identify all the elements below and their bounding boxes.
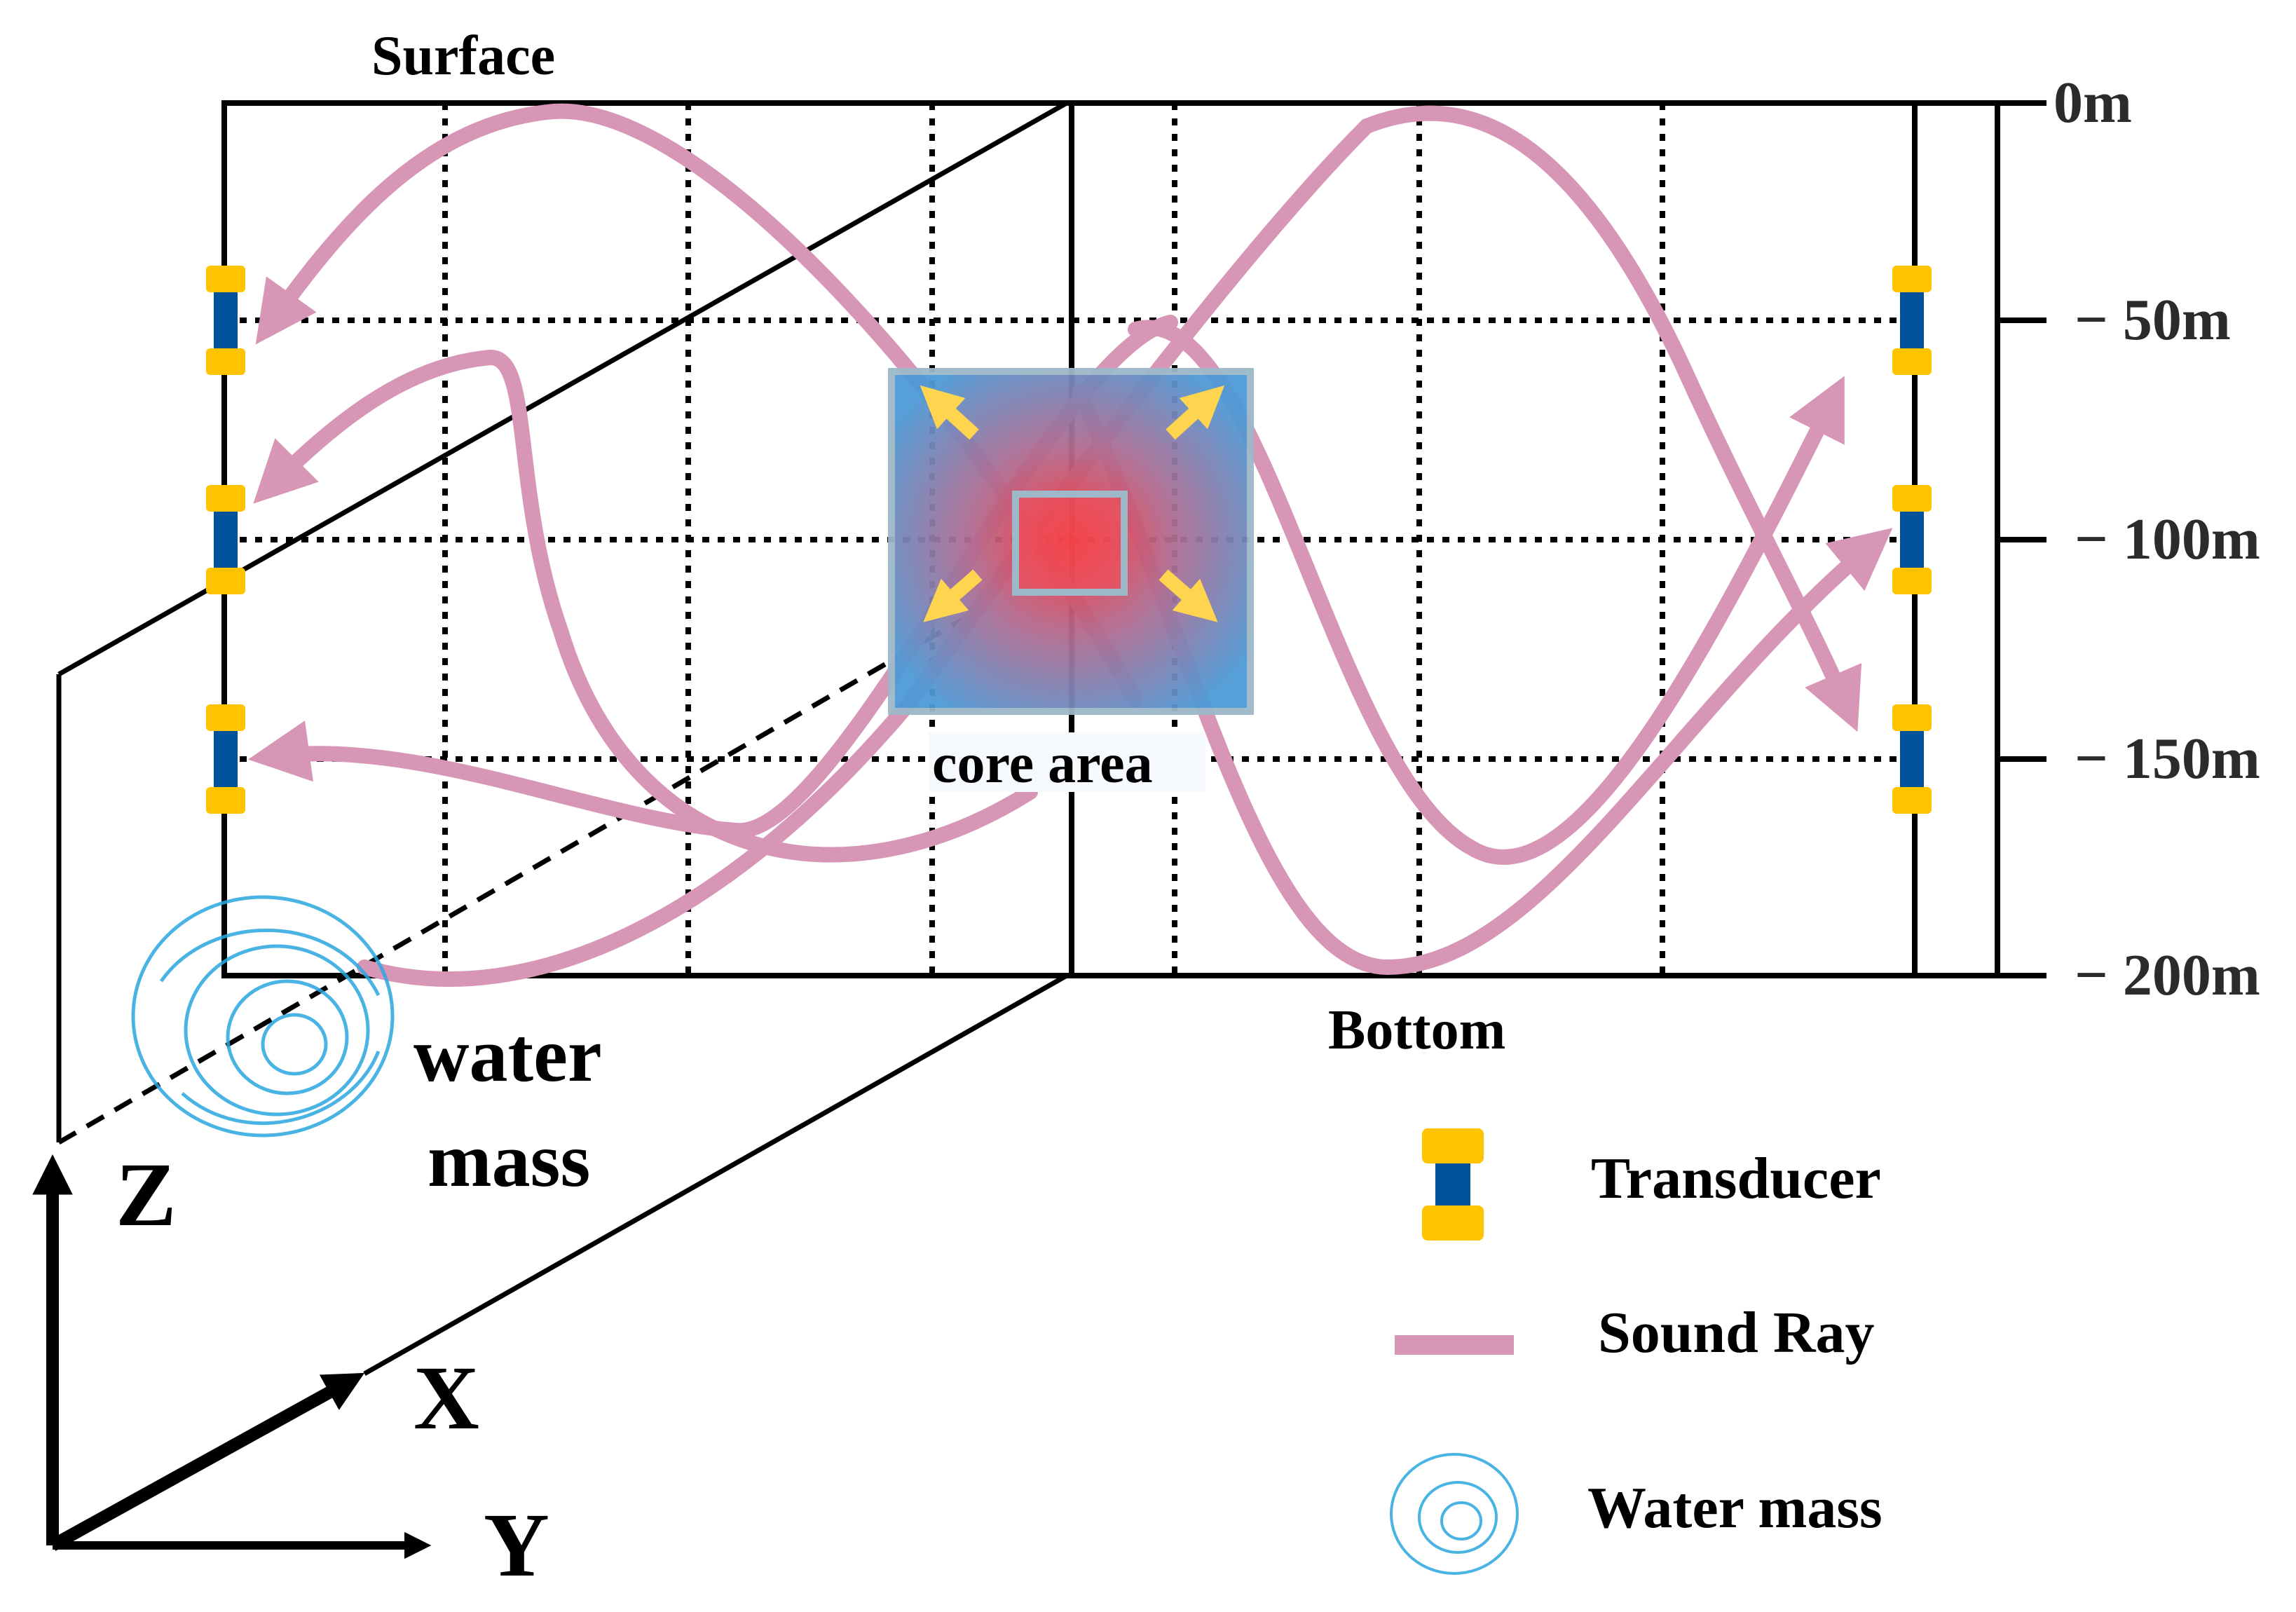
transducer-right-150 — [1892, 704, 1932, 814]
surface-label: Surface — [371, 25, 556, 87]
water-mass-icon — [131, 895, 395, 1138]
axis-x-label: X — [414, 1348, 479, 1449]
transducer-left-100 — [206, 485, 245, 594]
transducer-right-50 — [1892, 266, 1932, 375]
water-mass-label-line1: water — [414, 1012, 602, 1098]
depth-label-200m: − 200m — [2075, 943, 2260, 1008]
legend-sound-ray-icon — [1395, 1335, 1514, 1355]
core-area-label: core area — [932, 733, 1153, 795]
core-area-box — [888, 368, 1254, 792]
axis-y-label: Y — [484, 1495, 549, 1596]
depth-ticks — [1997, 100, 2046, 978]
transducer-right-100 — [1892, 485, 1932, 594]
bottom-label: Bottom — [1328, 999, 1506, 1061]
legend-water-mass-label: Water mass — [1587, 1475, 1882, 1541]
transducer-left-150 — [206, 704, 245, 814]
depth-label-50m: − 50m — [2075, 287, 2231, 353]
transducer-left-50 — [206, 266, 245, 375]
coordinate-axes — [32, 1154, 432, 1559]
legend-water-mass-icon — [1390, 1453, 1519, 1575]
depth-label-150m: − 150m — [2075, 726, 2260, 791]
legend-transducer-label: Transducer — [1591, 1146, 1881, 1211]
water-mass-label-line2: mass — [428, 1117, 591, 1203]
legend-transducer-icon — [1422, 1128, 1484, 1241]
depth-label-100m: − 100m — [2075, 507, 2260, 572]
axis-z-label: Z — [116, 1145, 177, 1245]
legend-sound-ray-label: Sound Ray — [1598, 1300, 1875, 1365]
transducers — [206, 266, 1932, 814]
depth-label-0m: 0m — [2054, 70, 2132, 135]
